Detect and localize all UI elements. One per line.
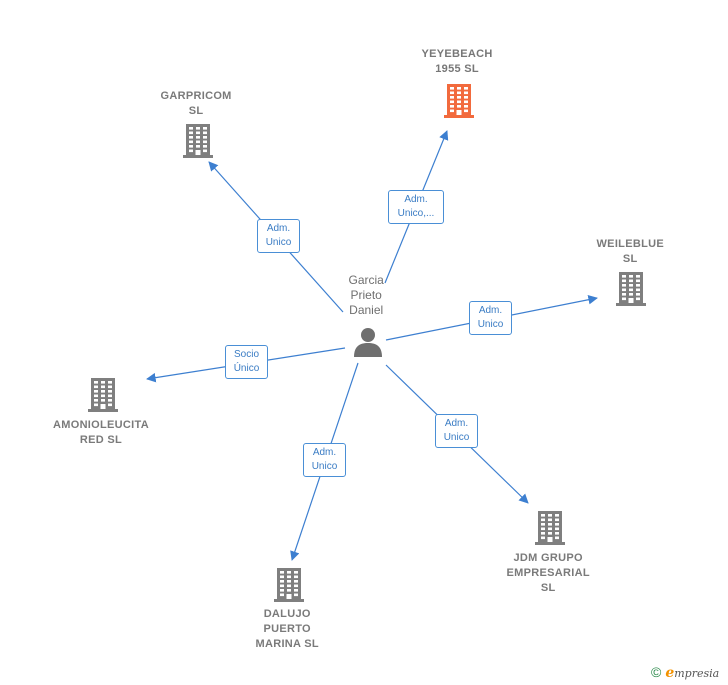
company-name-line: SL — [622, 253, 638, 265]
building-icon[interactable] — [88, 378, 118, 412]
relation-label-jdm[interactable]: Adm. Unico — [435, 414, 478, 448]
building-icon[interactable] — [535, 511, 565, 545]
relation-label-line: Unico — [265, 237, 292, 248]
relation-label-line: Unico — [443, 432, 470, 443]
company-name-line: MARINA SL — [255, 638, 319, 650]
relation-label-weileblue[interactable]: Adm. Unico — [469, 301, 512, 335]
company-name-weileblue[interactable]: WEILEBLUE SL — [597, 237, 664, 267]
relation-label-line: Socio — [233, 349, 259, 360]
person-name-line: Prieto — [350, 288, 382, 302]
relation-label-line: Adm. — [404, 194, 428, 205]
company-name-line: YEYEBEACH — [421, 48, 493, 60]
person-name-line: Daniel — [349, 303, 384, 317]
company-name-amonioleucita[interactable]: AMONIOLEUCITA RED SL — [53, 418, 149, 448]
company-name-line: EMPRESARIAL — [506, 567, 590, 579]
relation-label-line: Unico,... — [397, 208, 435, 219]
relation-label-line: Adm. — [444, 418, 469, 429]
company-name-line: AMONIOLEUCITA — [53, 419, 149, 431]
relation-label-dalujo[interactable]: Adm. Unico — [303, 443, 346, 477]
relation-label-line: Adm. — [478, 305, 503, 316]
company-name-line: PUERTO — [263, 623, 311, 635]
relation-label-line: Unico — [477, 319, 504, 330]
building-icon[interactable] — [444, 84, 474, 118]
relation-label-garpricom[interactable]: Adm. Unico — [257, 219, 300, 253]
company-name-line: JDM GRUPO — [513, 552, 583, 564]
company-name-jdm[interactable]: JDM GRUPO EMPRESARIAL SL — [507, 551, 590, 596]
person-name-line: Garcia — [348, 273, 384, 287]
person-icon[interactable] — [352, 326, 384, 358]
company-name-line: SL — [188, 105, 204, 117]
building-icon[interactable] — [183, 124, 213, 158]
building-icon[interactable] — [616, 272, 646, 306]
company-name-line: WEILEBLUE — [596, 238, 664, 250]
relation-label-line: Unico — [311, 461, 338, 472]
company-name-line: RED SL — [79, 434, 123, 446]
copyright-icon: © — [651, 664, 662, 680]
company-name-dalujo[interactable]: DALUJO PUERTO MARINA SL — [256, 607, 319, 652]
company-name-garpricom[interactable]: GARPRICOM SL — [161, 89, 232, 119]
relation-label-line: Adm. — [266, 223, 291, 234]
copyright-footer: ©empresia — [651, 664, 719, 681]
relation-label-line: Adm. — [312, 447, 337, 458]
relation-label-yeyebeach[interactable]: Adm. Unico,... — [388, 190, 444, 224]
brand-logo-initial: e — [665, 665, 675, 681]
brand-logo-text: mpresia — [674, 667, 720, 680]
company-name-line: DALUJO — [263, 608, 311, 620]
company-name-line: 1955 SL — [435, 63, 479, 75]
company-name-line: SL — [540, 582, 556, 594]
relation-label-line: Único — [233, 363, 260, 374]
company-name-yeyebeach[interactable]: YEYEBEACH 1955 SL — [422, 47, 493, 77]
building-icon[interactable] — [274, 568, 304, 602]
company-name-line: GARPRICOM — [160, 90, 232, 102]
